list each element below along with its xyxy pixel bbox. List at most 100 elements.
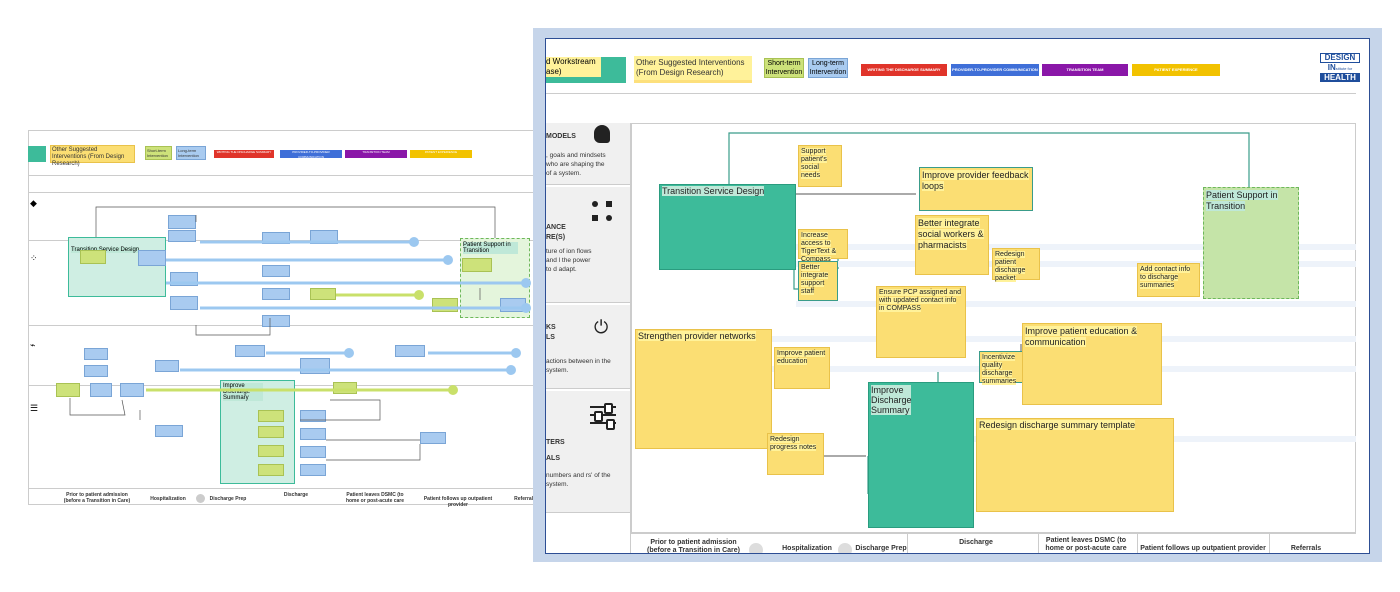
left-note	[90, 383, 112, 397]
left-legend-other-interventions: Other Suggested Interventions (From Desi…	[50, 145, 135, 167]
col-sep	[1137, 533, 1138, 553]
left-note	[300, 428, 326, 440]
left-note	[120, 383, 144, 397]
left-note	[235, 345, 265, 357]
legend-other-interventions-label: Other Suggested Interventions (From Desi…	[634, 56, 752, 80]
left-tag-transition-team: TRANSITION TEAM	[345, 150, 407, 158]
left-col-followup: Patient follows up outpatient provider	[423, 496, 493, 508]
left-col-discharge: Discharge	[283, 492, 309, 498]
left-note	[168, 215, 196, 229]
note-redesign-template: Redesign discharge summary template	[976, 418, 1174, 512]
left-tag-patient-experience: PATIENT EXPERIENCE	[410, 150, 472, 158]
left-divider	[28, 488, 533, 489]
left-note	[300, 464, 326, 476]
note-better-support-text: Better integrate support staff	[801, 264, 829, 295]
left-note	[155, 425, 183, 437]
row-models-desc: , goals and mindsets who are shaping the…	[546, 152, 606, 177]
note-increase-access-text: Increase access to TigerText & Compass	[801, 232, 837, 263]
left-note	[262, 288, 290, 300]
left-note	[300, 446, 326, 458]
left-note	[84, 365, 108, 377]
note-improve-education-small-text: Improve patient education	[777, 350, 826, 365]
note-incentivize-text: Incentivize quality discharge summaries	[982, 354, 1017, 385]
legend-short-term: Short-term Intervention	[764, 58, 804, 78]
left-tag-discharge-summary-label: WRITING THE DISCHARGE SUMMARY	[216, 150, 272, 154]
design-institute-logo: DESIGN INstitute for HEALTH	[1320, 53, 1360, 85]
head-gear-icon	[594, 125, 610, 143]
flow-node	[606, 201, 612, 207]
left-col-patient-leaves: Patient leaves DSMC (to home or post-acu…	[345, 492, 405, 504]
left-tag-discharge-summary: WRITING THE DISCHARGE SUMMARY	[214, 150, 274, 158]
left-note	[258, 410, 284, 422]
left-note	[262, 315, 290, 327]
flow-node	[592, 201, 598, 207]
plug-icon: ⏻	[594, 317, 609, 337]
sliders-icon	[590, 403, 616, 430]
col-prior: Prior to patient admission (before a Tra…	[647, 539, 740, 554]
logo-line2b: stitute for	[1335, 66, 1353, 71]
tag-transition-team: TRANSITION TEAM	[1042, 64, 1128, 76]
left-head-gear-icon: ◆	[30, 198, 37, 208]
note-redesign-template-text: Redesign discharge summary template	[979, 420, 1136, 430]
left-note	[420, 432, 446, 444]
row-models-title: MODELS	[546, 133, 576, 140]
tag-discharge-summary-label: WRITING THE DISCHARGE SUMMARY	[867, 67, 941, 72]
left-legend-short-term: Short-term Intervention	[145, 146, 172, 160]
row-governance-desc: ture of ion flows and l the power to d a…	[546, 248, 592, 273]
flow-structure-icon	[592, 201, 614, 223]
left-note	[258, 426, 284, 438]
note-improve-education-text: Improve patient education & communicatio…	[1025, 326, 1138, 347]
note-improve-discharge-text: Improve Discharge Summary	[871, 385, 912, 415]
note-improve-discharge: Improve Discharge Summary	[868, 382, 974, 528]
left-note	[395, 345, 425, 357]
row-networks-desc: actions between in the system.	[546, 358, 611, 374]
left-note	[462, 258, 492, 272]
left-circle-icon	[196, 494, 205, 503]
col-circle-icon	[749, 543, 763, 553]
left-divider	[28, 175, 533, 176]
note-incentivize: Incentivize quality discharge summaries	[979, 351, 1029, 385]
note-add-contact: Add contact info to discharge summaries	[1137, 263, 1200, 297]
left-note	[80, 250, 106, 264]
workstream-swatch-label: d Workstream ase)	[546, 57, 601, 77]
left-flow-structure-icon: ⁘	[30, 253, 38, 263]
left-tag-provider-communication-label: PROVIDER-TO-PROVIDER COMMUNICATION	[292, 150, 330, 159]
left-col-prior: Prior to patient admission (before a Tra…	[63, 492, 131, 504]
left-arrows	[69, 206, 531, 461]
col-circle-icon	[838, 543, 852, 553]
col-followup: Patient follows up outpatient provider	[1140, 545, 1266, 552]
note-redesign-progress: Redesign progress notes	[767, 433, 824, 475]
legend-divider	[546, 93, 1356, 94]
note-support-social: Support patient's social needs	[798, 145, 842, 187]
col-hospitalization: Hospitalization	[782, 545, 832, 552]
col-sep	[1269, 533, 1270, 553]
left-note	[56, 383, 80, 397]
left-note	[258, 445, 284, 457]
slider-knob	[594, 411, 603, 422]
col-referrals: Referrals	[1290, 545, 1322, 552]
col-sep	[1038, 533, 1039, 553]
note-better-support: Better integrate support staff	[798, 261, 838, 301]
note-improve-feedback-text: Improve provider feedback loops	[922, 170, 1029, 191]
left-note	[258, 464, 284, 476]
tag-transition-team-label: TRANSITION TEAM	[1066, 67, 1104, 72]
slider-knob	[606, 419, 615, 430]
col-patient-leaves: Patient leaves DSMC (to home or post-acu…	[1045, 537, 1127, 552]
tag-provider-communication: PROVIDER-TO-PROVIDER COMMUNICATION	[951, 64, 1039, 76]
left-divider	[28, 192, 533, 193]
left-note	[155, 360, 179, 372]
flow-node	[606, 215, 612, 221]
bottom-header-bar	[631, 533, 1356, 553]
left-legend-green-swatch	[28, 146, 46, 162]
left-col-discharge-prep: Discharge Prep	[209, 496, 247, 502]
left-col-border	[630, 123, 631, 553]
left-tag-patient-experience-label: PATIENT EXPERIENCE	[424, 150, 458, 154]
workstream-swatch: d Workstream ase)	[546, 57, 626, 83]
row-networks: KS LS actions between in the system. ⏻	[546, 305, 630, 389]
slider-track	[590, 422, 616, 424]
slider-track	[590, 414, 616, 416]
slider-track	[590, 406, 616, 408]
left-patient-support-label: Patient Support in Transition	[463, 242, 518, 254]
note-transition-service-design: Transition Service Design	[659, 184, 796, 270]
slider-knob	[604, 403, 613, 414]
